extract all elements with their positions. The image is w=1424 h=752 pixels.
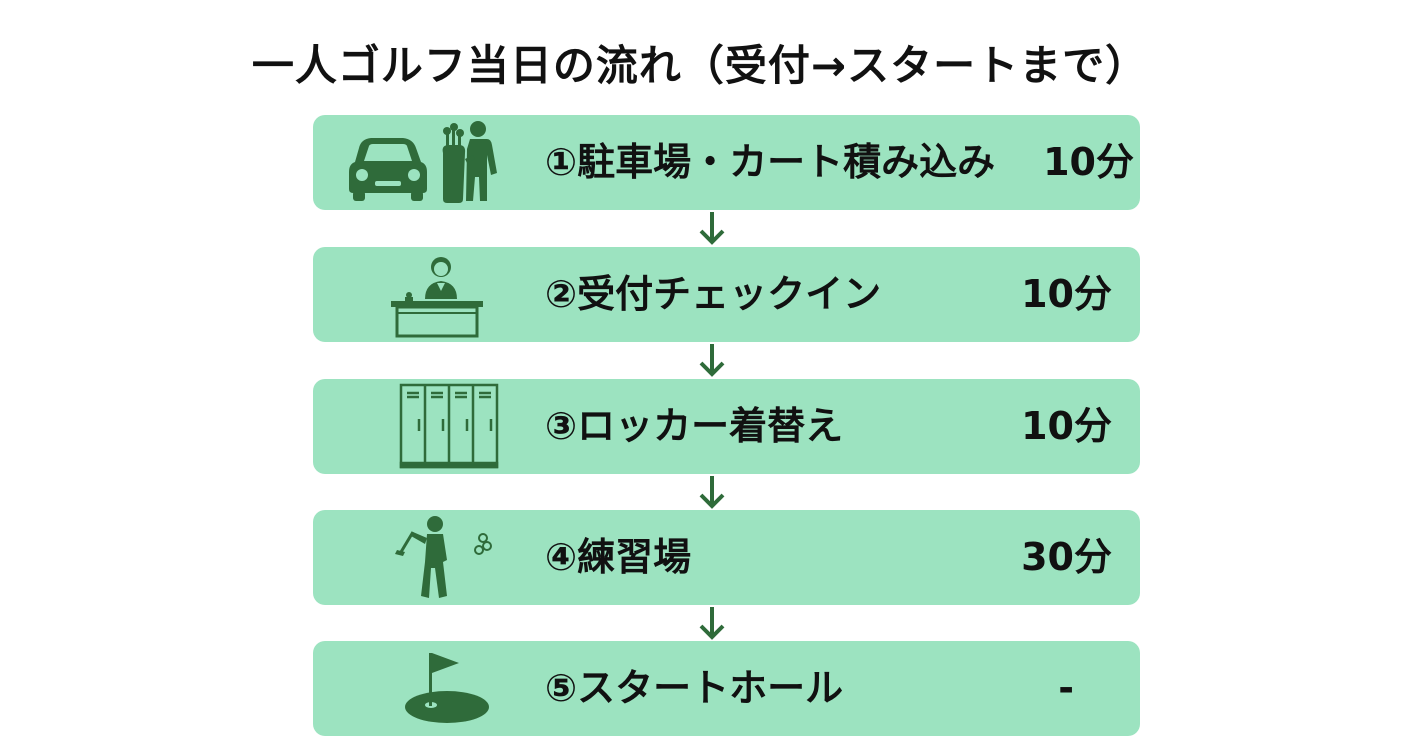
flag-hole-icon [405,653,489,723]
step-time: 30分 [1021,535,1112,579]
step-label: ⑤スタートホール [545,666,844,710]
step-locker: ③ロッカー着替え 10分 [313,379,1140,474]
step-time: 10分 [1021,404,1112,448]
step-driving-range: ④練習場 30分 [313,510,1140,605]
step-parking: ①駐車場・カート積み込み 10分 [313,115,1140,210]
step-time: - [1058,666,1074,710]
arrow-down-icon [699,607,725,640]
arrow-down-icon [699,344,725,377]
golfer-with-bag-icon [442,121,497,203]
step-label: ④練習場 [545,535,692,579]
step-driving-range-icons [313,510,543,605]
locker-icon [399,383,499,469]
reception-desk-icon [391,257,483,338]
step-reception-icons [313,247,543,342]
arrow-down-icon [699,476,725,509]
step-locker-icons [313,379,543,474]
step-label: ①駐車場・カート積み込み [545,140,996,184]
step-start-hole-icons [313,641,543,736]
arrow-down-icon [699,212,725,245]
step-time: 10分 [1043,140,1134,184]
golfer-swing-icon [395,516,492,598]
step-reception: ②受付チェックイン 10分 [313,247,1140,342]
step-time: 10分 [1021,272,1112,316]
step-label: ③ロッカー着替え [545,404,844,448]
step-parking-icons [313,115,543,210]
step-start-hole: ⑤スタートホール - [313,641,1140,736]
step-label: ②受付チェックイン [545,272,882,316]
car-icon [349,138,427,201]
diagram-title: 一人ゴルフ当日の流れ（受付→スタートまで） [251,41,1149,90]
